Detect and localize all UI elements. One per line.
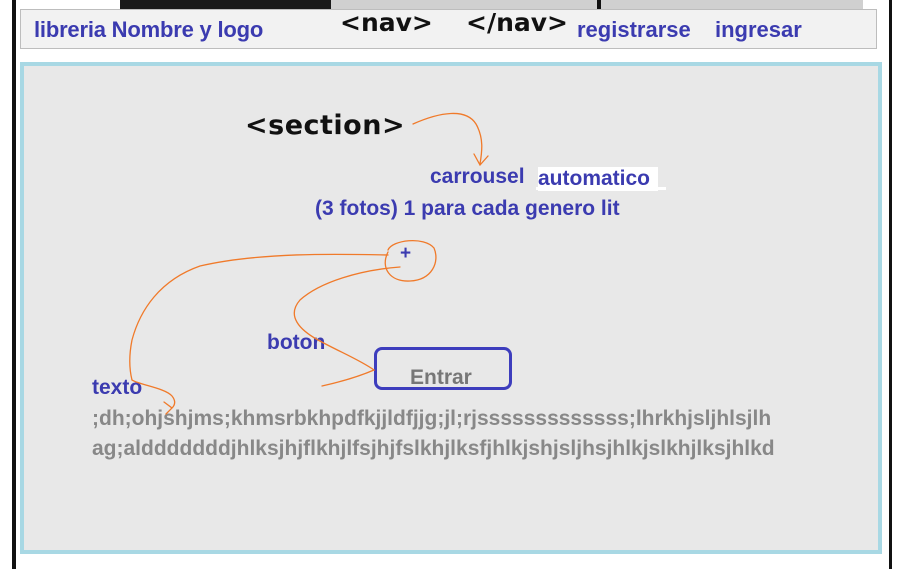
body-text-line: ag;aldddddddjhlksjhjflkhjlfsjhjfslkhjlks… (92, 437, 775, 460)
section-tag: <section> (245, 110, 406, 141)
top-bar (120, 0, 331, 9)
nav-strip-divider (597, 0, 601, 9)
enter-button-label: Entrar (410, 366, 472, 389)
automatic-label: automatico (538, 167, 659, 191)
site-logo[interactable]: libreria Nombre y logo (34, 17, 264, 42)
plus-icon[interactable]: + (400, 243, 412, 264)
photos-note: (3 fotos) 1 para cada genero lit (315, 197, 620, 220)
register-link[interactable]: registrarse (577, 17, 691, 42)
nav-strip (331, 0, 601, 9)
enter-button[interactable]: Entrar (374, 347, 512, 390)
login-link[interactable]: ingresar (715, 17, 802, 42)
body-text-line: ;dh;ohjshjms;khmsrbkhpdfkjjldfjjg;jl;rjs… (92, 407, 772, 430)
page-frame-right (889, 0, 892, 569)
carousel-label: carrousel (430, 165, 525, 188)
header-bar (20, 9, 877, 49)
nav-strip-right (601, 0, 863, 9)
text-annotation: texto (92, 376, 143, 399)
nav-open-tag: <nav> (340, 8, 433, 37)
main-section (20, 62, 882, 554)
nav-close-tag: </nav> (466, 8, 568, 37)
page-frame-left (12, 0, 16, 569)
button-annotation: boton (267, 331, 326, 354)
